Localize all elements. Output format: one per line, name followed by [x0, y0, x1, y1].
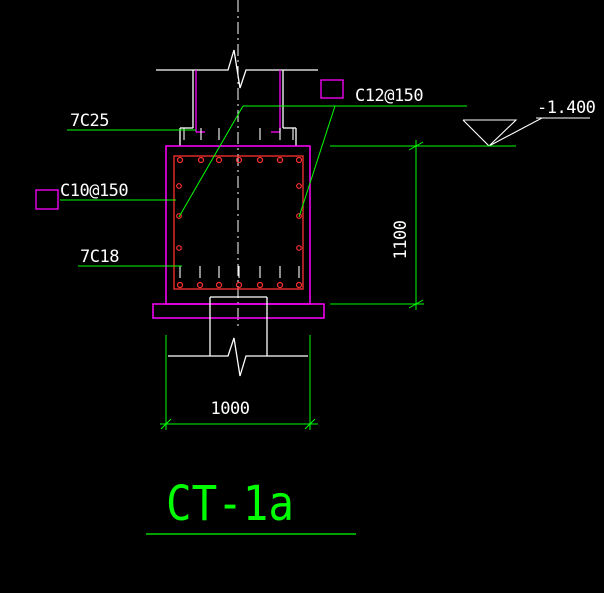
- leader-lines: [60, 105, 467, 267]
- elevation-marker: [462, 117, 590, 147]
- elevation-label: -1.400: [537, 98, 596, 118]
- drawing-title: CT-1a: [166, 476, 294, 532]
- bottom-rebar-label: 7C18: [80, 247, 119, 267]
- rebar-cage: [173, 155, 304, 290]
- width-dimension-label: 1000: [211, 399, 250, 419]
- top-rebar-dots: [176, 156, 303, 164]
- bottom-rebar-dots: [176, 281, 303, 289]
- upper-column-outline: [156, 49, 318, 146]
- stirrup-tag-box: [320, 79, 344, 99]
- side-stirrup-label: C10@150: [60, 181, 128, 201]
- height-dimension-label: 1100: [391, 220, 411, 259]
- tie-stirrup-label: C12@150: [355, 86, 423, 106]
- height-dimension: [330, 140, 424, 310]
- bedding-layer: [152, 303, 325, 319]
- top-rebar-label: 7C25: [70, 111, 109, 131]
- pile-outline: [168, 296, 308, 377]
- side-rebar-dots: [176, 183, 302, 251]
- column-rebar: [195, 70, 281, 133]
- side-bar-tag-box: [35, 189, 59, 210]
- width-dimension: [160, 335, 318, 430]
- rebar-ticks: [179, 128, 300, 278]
